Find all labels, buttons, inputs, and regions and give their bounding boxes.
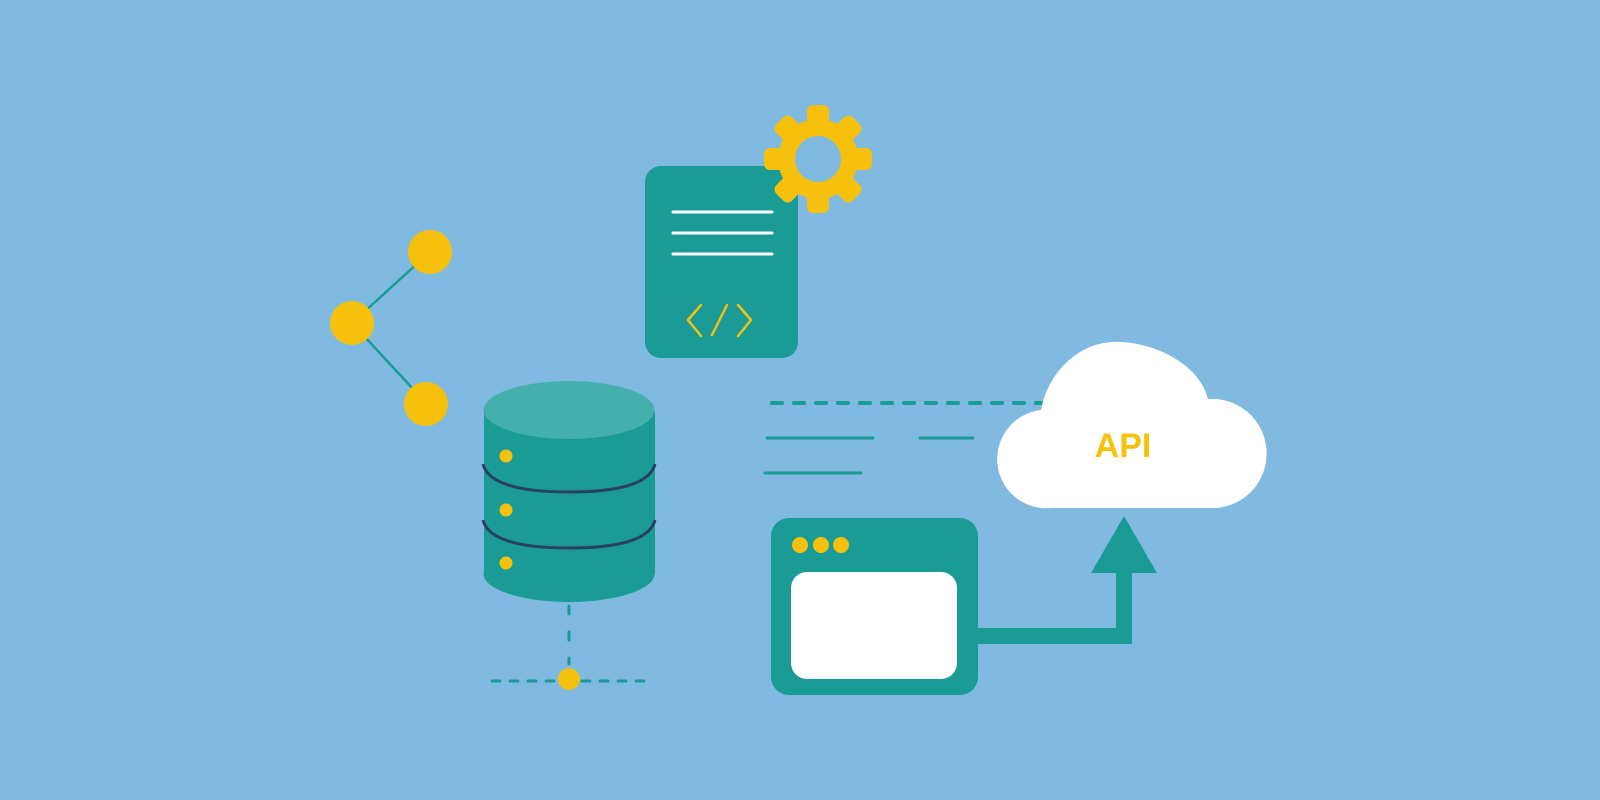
browser-window-icon (771, 518, 978, 695)
code-brackets-icon (686, 303, 753, 338)
gear-icon (764, 105, 872, 213)
network-connector (490, 604, 652, 690)
api-label: API (1095, 427, 1152, 465)
database-icon (481, 381, 657, 602)
share-network-icon (330, 230, 452, 426)
data-flow-lines (763, 401, 1052, 475)
code-document-icon (645, 166, 798, 358)
api-cloud: API (997, 341, 1267, 509)
upload-arrow-icon (977, 516, 1157, 644)
